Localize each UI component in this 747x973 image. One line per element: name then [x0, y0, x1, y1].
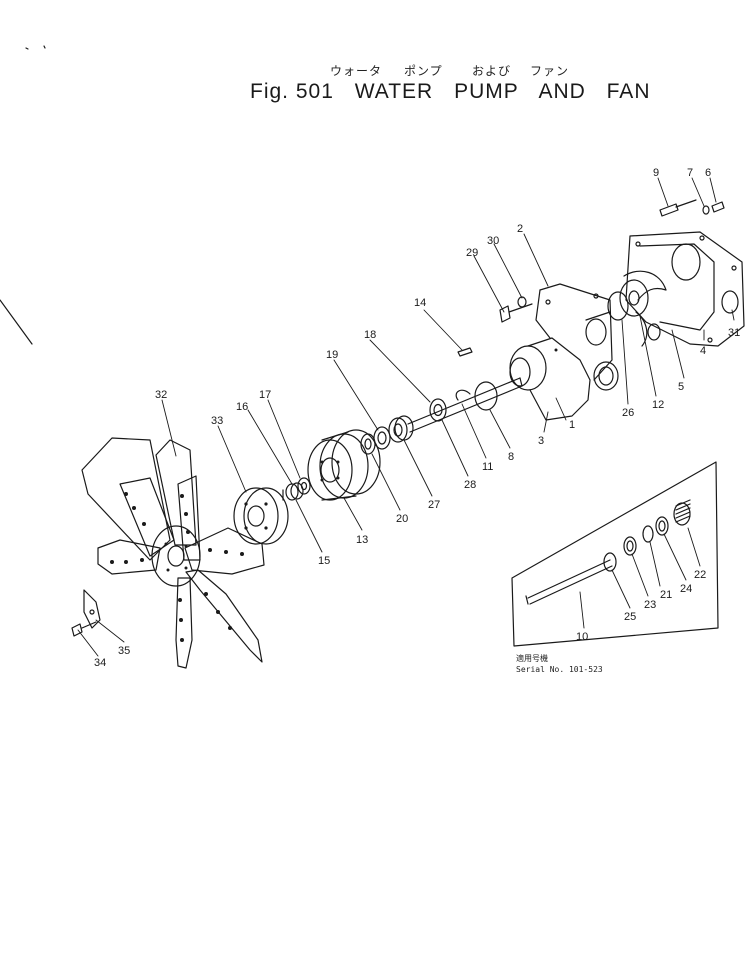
callout-22: 22 — [694, 569, 706, 581]
callout-13: 13 — [356, 534, 368, 546]
bolt-29 — [499, 303, 533, 323]
fan-blade-strap — [119, 477, 175, 557]
callout-15: 15 — [318, 555, 330, 567]
callout-35: 35 — [118, 645, 130, 657]
callout-30: 30 — [487, 235, 499, 247]
pump-body — [509, 283, 619, 421]
fan-blade-bottom — [175, 577, 193, 669]
callout-27: 27 — [428, 499, 440, 511]
fan-blade-right — [184, 527, 265, 575]
callout-25: 25 — [624, 611, 636, 623]
callout-34: 34 — [94, 657, 106, 669]
fan-spacer — [233, 487, 289, 545]
bearing-19 — [373, 426, 391, 450]
callout-18: 18 — [364, 329, 376, 341]
callout-28: 28 — [464, 479, 476, 491]
callout-3: 3 — [538, 435, 544, 447]
fan-rivet-holes — [110, 492, 244, 642]
pump-seal-spring — [673, 499, 691, 526]
lock-plate-35 — [83, 589, 101, 629]
speck-marks — [25, 45, 46, 50]
pump-shaft — [407, 377, 523, 433]
callout-16: 16 — [236, 401, 248, 413]
fan-blade-upper-left — [81, 437, 171, 561]
washer-7 — [702, 205, 710, 215]
callout-12: 12 — [652, 399, 664, 411]
callout-21: 21 — [660, 589, 672, 601]
fan-hub-plate — [151, 525, 201, 587]
callout-1: 1 — [569, 419, 575, 431]
seal-20 — [360, 433, 376, 455]
leader-lines — [77, 177, 735, 657]
callout-26: 26 — [622, 407, 634, 419]
callout-20: 20 — [396, 513, 408, 525]
callout-4: 4 — [700, 345, 706, 357]
fan-blade-left — [97, 539, 161, 575]
callout-9: 9 — [653, 167, 659, 179]
bolt-6 — [711, 201, 725, 213]
key-14 — [457, 347, 473, 357]
figure-title: Fig. 501 WATER PUMP AND FAN — [250, 80, 664, 104]
bolt-9 — [659, 199, 697, 217]
callout-24: 24 — [680, 583, 692, 595]
snap-ring-11 — [455, 389, 471, 401]
washer-30 — [517, 296, 527, 308]
title-water: WATER — [354, 80, 434, 103]
fan-blade-lower-right — [185, 569, 263, 663]
callout-32: 32 — [155, 389, 167, 401]
washer-17 — [297, 477, 311, 495]
serial-number-label: Serial No. 101-523 — [516, 665, 603, 674]
callout-19: 19 — [326, 349, 338, 361]
bearing-27 — [388, 415, 414, 443]
callout-2: 2 — [517, 223, 523, 235]
callout-8: 8 — [508, 451, 514, 463]
fan-spider-arm — [177, 475, 201, 561]
fan-blade-assembly — [81, 437, 265, 669]
bearing-28 — [429, 398, 447, 422]
impeller — [607, 270, 667, 347]
figure-number: Fig. 501 — [250, 80, 334, 103]
bolt-34 — [71, 621, 97, 637]
title-jp-and: および — [472, 64, 512, 78]
callout-14: 14 — [414, 297, 426, 309]
callout-5: 5 — [678, 381, 684, 393]
callout-33: 33 — [211, 415, 223, 427]
inset-panel — [511, 461, 719, 647]
callout-29: 29 — [466, 247, 478, 259]
callout-23: 23 — [644, 599, 656, 611]
callout-7: 7 — [687, 167, 693, 179]
callout-31: 31 — [728, 327, 740, 339]
title-jp-fan: ファン — [530, 64, 570, 78]
title-jp-water: ウォータ — [330, 64, 383, 78]
fan-hub-bore — [167, 545, 185, 567]
o-ring-8 — [474, 381, 498, 411]
edge-mark — [0, 299, 33, 345]
pulley — [307, 429, 381, 501]
callout-17: 17 — [259, 389, 271, 401]
callout-11: 11 — [482, 461, 493, 473]
title-pump: PUMP — [454, 80, 519, 103]
serial-label-japanese: 適用号機 — [516, 654, 548, 663]
title-fan: FAN — [606, 80, 651, 103]
title-jp-pump: ポンプ — [404, 64, 443, 78]
title-and: AND — [538, 80, 586, 103]
cover-plate — [625, 231, 745, 347]
callout-6: 6 — [705, 167, 711, 179]
callout-10: 10 — [576, 631, 588, 643]
